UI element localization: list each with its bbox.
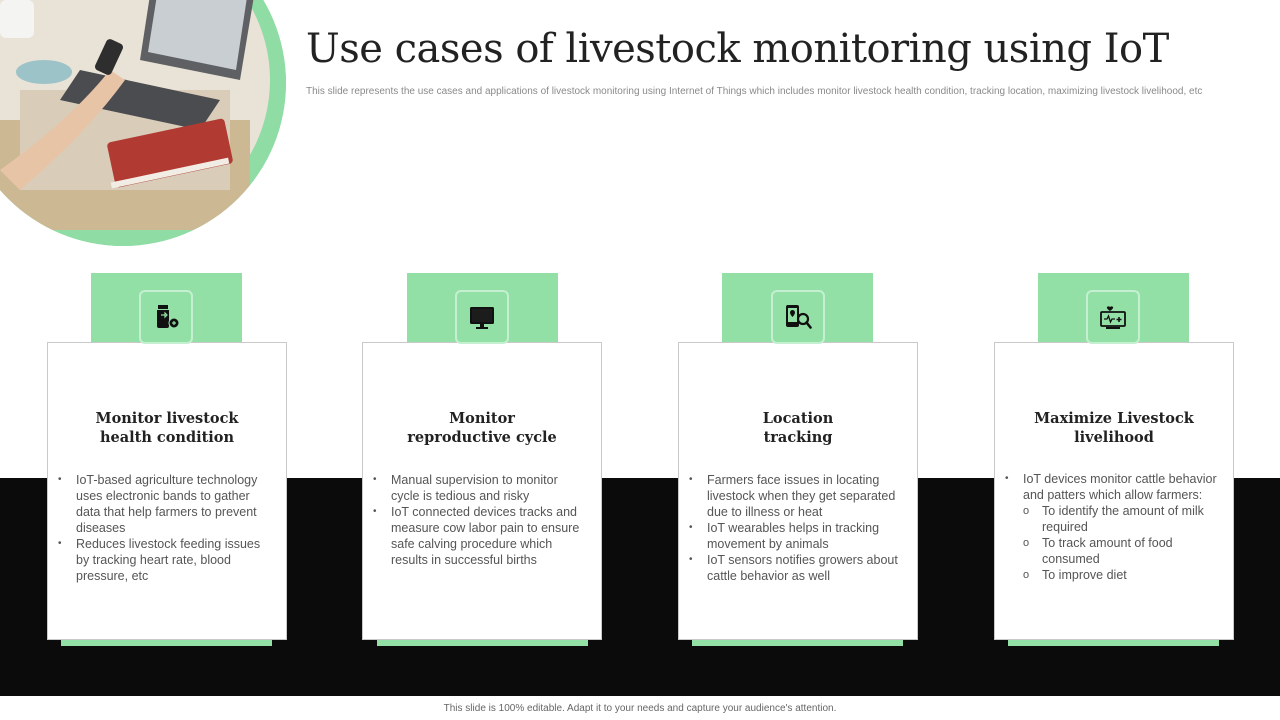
bullet-item: IoT sensors notifies growers about cattl… — [689, 552, 905, 584]
card-heading-line: Monitor livestock — [95, 410, 239, 427]
use-case-card-location: Location tracking Farmers face issues in… — [678, 342, 918, 640]
card-bullet-list: IoT devices monitor cattle behavior and … — [1005, 471, 1221, 583]
use-case-card-reproductive: Monitor reproductive cycle Manual superv… — [362, 342, 602, 640]
bullet-item: IoT connected devices tracks and measure… — [373, 504, 589, 568]
bullet-item: Farmers face issues in locating livestoc… — [689, 472, 905, 520]
bullet-item: Reduces livestock feeding issues by trac… — [58, 536, 274, 584]
use-case-card-health: Monitor livestock health condition IoT-b… — [47, 342, 287, 640]
bullet-item: IoT wearables helps in tracking movement… — [689, 520, 905, 552]
bullet-item: Manual supervision to monitor cycle is t… — [373, 472, 589, 504]
card-heading-line: tracking — [763, 429, 833, 446]
card-bullet-list: Farmers face issues in locating livestoc… — [689, 472, 905, 584]
card-foot-accent — [377, 640, 588, 646]
card-foot-accent — [1008, 640, 1219, 646]
use-case-card-livelihood: Maximize Livestock livelihood IoT device… — [994, 342, 1234, 640]
card-heading: Monitor livestock health condition — [48, 409, 286, 447]
sub-bullet-list: To identify the amount of milk required … — [1023, 503, 1221, 583]
sub-bullet-item: To identify the amount of milk required — [1023, 503, 1221, 535]
card-bullet-list: IoT-based agriculture technology uses el… — [58, 472, 274, 584]
card-foot-accent — [692, 640, 903, 646]
card-heading-line: reproductive cycle — [407, 429, 557, 446]
card-heading-line: health condition — [99, 429, 235, 446]
sub-bullet-item: To track amount of food consumed — [1023, 535, 1221, 567]
card-heading-line: Monitor — [449, 410, 515, 427]
hero-photo — [0, 0, 286, 246]
sub-bullet-item: To improve diet — [1023, 567, 1221, 583]
health-screen-icon — [1086, 290, 1140, 344]
card-heading-line: livelihood — [1074, 429, 1154, 446]
bullet-item: IoT devices monitor cattle behavior and … — [1005, 471, 1221, 583]
location-search-icon — [771, 290, 825, 344]
card-heading-line: Location — [762, 410, 834, 427]
monitor-icon — [455, 290, 509, 344]
card-bullet-list: Manual supervision to monitor cycle is t… — [373, 472, 589, 568]
card-foot-accent — [61, 640, 272, 646]
card-heading: Location tracking — [679, 409, 917, 447]
page-title: Use cases of livestock monitoring using … — [306, 26, 1169, 72]
footer-note: This slide is 100% editable. Adapt it to… — [443, 703, 837, 714]
card-heading: Monitor reproductive cycle — [363, 409, 601, 447]
card-heading: Maximize Livestock livelihood — [995, 409, 1233, 447]
health-bottle-icon — [139, 290, 193, 344]
page-subtitle: This slide represents the use cases and … — [306, 86, 1203, 97]
bullet-item: IoT-based agriculture technology uses el… — [58, 472, 274, 536]
card-heading-line: Maximize Livestock — [1034, 410, 1194, 427]
bullet-text: IoT devices monitor cattle behavior and … — [1023, 472, 1217, 502]
